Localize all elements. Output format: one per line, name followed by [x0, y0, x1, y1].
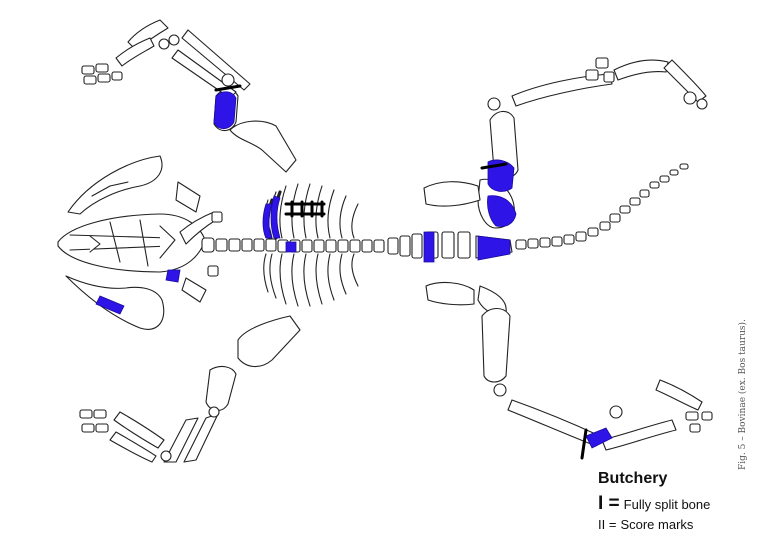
- highlight-sacrum: [478, 236, 510, 260]
- forelimb-upper: [82, 20, 296, 172]
- highlight-lumbar: [424, 232, 434, 262]
- legend-mark-score: II =: [598, 515, 616, 535]
- skull: [58, 212, 216, 272]
- highlight-skull: [166, 270, 180, 282]
- highlight-ribs-b: [271, 196, 280, 238]
- legend-label-split: Fully split bone: [624, 495, 711, 515]
- legend: Butchery I = Fully split bone II = Score…: [598, 470, 758, 535]
- mandible-upper: [68, 156, 162, 214]
- forelimb-lower: [80, 316, 300, 462]
- legend-item-score: II = Score marks: [598, 515, 758, 535]
- legend-label-score: Score marks: [620, 515, 693, 535]
- legend-title: Butchery: [598, 470, 758, 488]
- hindlimb-upper: [424, 58, 707, 206]
- highlight-forelimb-proximal: [214, 92, 236, 129]
- hyoid-lower: [182, 278, 206, 302]
- tail-vertebrae: [516, 164, 688, 249]
- figure-caption: Fig. 5 – Bovinae (ex. Bos taurus).: [738, 300, 752, 470]
- hindlimb-lower: [426, 283, 712, 450]
- hyoid: [176, 182, 200, 212]
- highlight-thoracic: [286, 242, 296, 252]
- legend-item-split: I = Fully split bone: [598, 494, 758, 515]
- legend-mark-split: I =: [598, 494, 620, 514]
